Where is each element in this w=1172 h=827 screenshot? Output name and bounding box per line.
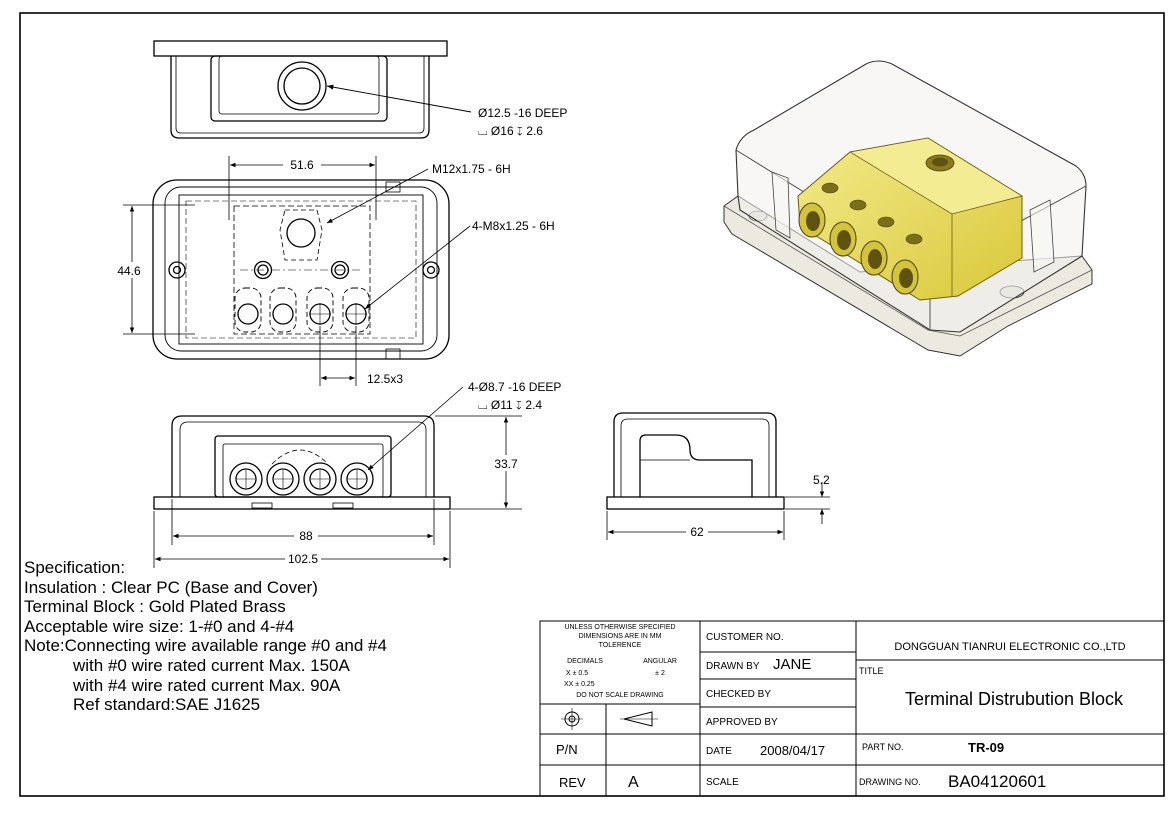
title-label: TITLE: [859, 666, 884, 676]
dim-hole-spacing: 51.6: [290, 158, 314, 172]
spec-line: Acceptable wire size: 1-#0 and 4-#4: [24, 616, 295, 636]
top-hole-callout-line1: Ø12.5 -16 DEEP: [478, 106, 567, 120]
spec-note-line: with #4 wire rated current Max. 90A: [73, 675, 341, 695]
scale-label: SCALE: [706, 777, 739, 788]
top-view: [153, 40, 472, 139]
tol-line1: UNLESS OTHERWISE SPECIFIED: [564, 624, 675, 631]
side-hole-callout-line2: ⌴ Ø11 ↧ 2.4: [478, 398, 542, 412]
spec-line: Insulation : Clear PC (Base and Cover): [24, 577, 318, 597]
tol-xx: XX ± 0.25: [564, 681, 595, 688]
company-name: DONGGUAN TIANRUI ELECTRONIC CO.,LTD: [894, 641, 1125, 653]
dim-flange-thickness: 5.2: [813, 473, 830, 487]
specification-notes: Specification: Insulation : Clear PC (Ba…: [24, 558, 387, 715]
dim-overall-length: 102.5: [288, 552, 318, 566]
drawing-no-value: BA04120601: [948, 772, 1046, 791]
tol-no-scale: DO NOT SCALE DRAWING: [576, 692, 664, 699]
spec-line: Note:Connecting wire available range #0 …: [24, 636, 387, 656]
tol-angular-value: ± 2: [655, 670, 665, 677]
drawn-by-label: DRAWN BY: [706, 661, 760, 672]
front-dimensions: [123, 156, 471, 386]
dim-end-width: 62: [690, 525, 704, 539]
dim-hole-pitch: 12.5x3: [367, 372, 403, 386]
pn-label: P/N: [556, 742, 578, 757]
part-no-value: TR-09: [968, 740, 1004, 755]
tol-angular: ANGULAR: [643, 658, 677, 665]
spec-heading: Specification:: [24, 558, 126, 577]
spec-line: Terminal Block : Gold Plated Brass: [24, 597, 286, 617]
set-screw-callout: 4-M8x1.25 - 6H: [472, 219, 555, 233]
date-value: 2008/04/17: [760, 743, 825, 758]
customer-no-label: CUSTOMER NO.: [706, 632, 784, 643]
top-hole-callout-line2: ⌴ Ø16 ↧ 2.6: [478, 124, 543, 138]
drawing-no-label: DRAWING NO.: [859, 777, 921, 787]
side-hole-callout-line1: 4-Ø8.7 -16 DEEP: [468, 380, 561, 394]
projection-symbol: [561, 708, 658, 730]
front-view: [152, 179, 450, 360]
checked-by-label: CHECKED BY: [706, 689, 771, 700]
rev-value: A: [628, 774, 639, 791]
tol-line2: DIMENSIONS ARE IN MM: [579, 633, 662, 640]
main-thread-callout: M12x1.75 - 6H: [432, 162, 511, 176]
date-label: DATE: [706, 746, 732, 757]
side-dimensions: [153, 386, 522, 568]
side-view: [153, 415, 451, 510]
title-block-grid: [539, 620, 1165, 797]
part-no-label: PART NO.: [862, 742, 904, 752]
spec-note-line: Ref standard:SAE J1625: [73, 695, 261, 715]
drawing-title: Terminal Distrubution Block: [905, 689, 1124, 709]
rev-label: REV: [559, 775, 586, 790]
drawn-by-value: JANE: [773, 656, 811, 673]
spec-note-line: with #0 wire rated current Max. 150A: [73, 655, 350, 675]
end-view: [606, 412, 785, 510]
tol-line3: TOLERENCE: [599, 642, 642, 649]
isometric-render: [723, 60, 1093, 357]
tol-x: X ± 0.5: [566, 670, 588, 677]
dim-side-height: 33.7: [494, 457, 518, 471]
tol-decimals: DECIMALS: [567, 658, 603, 665]
approved-by-label: APPROVED BY: [706, 717, 778, 728]
dim-front-height: 44.6: [117, 264, 141, 278]
dim-inner-length: 88: [299, 529, 313, 543]
